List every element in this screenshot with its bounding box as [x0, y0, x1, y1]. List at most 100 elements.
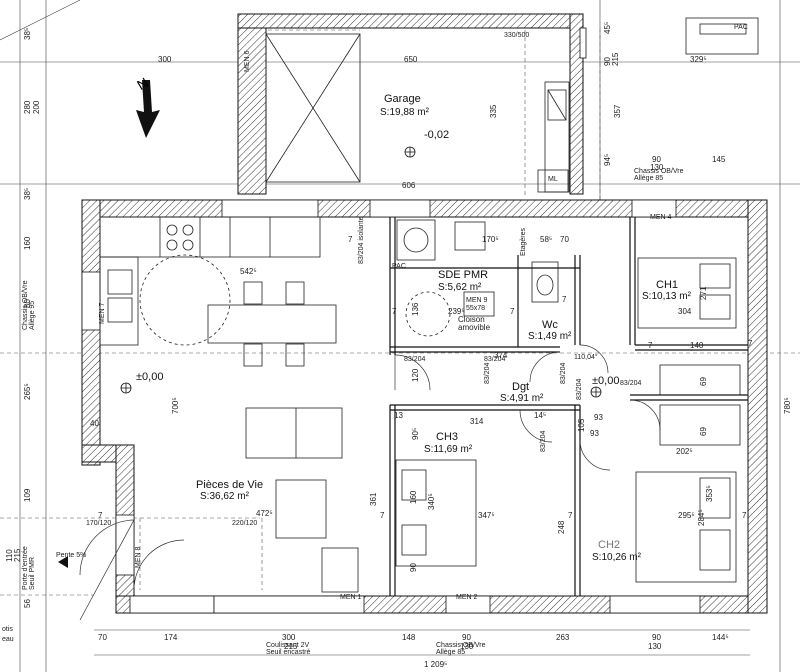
dim-interior: 7	[510, 307, 515, 316]
angle-label: 110,04°	[574, 354, 598, 361]
dim-interior: 83/204	[620, 380, 642, 387]
dim-right: 357	[613, 104, 622, 118]
dim-interior: 7	[742, 511, 747, 520]
dim-interior: 7	[98, 511, 103, 520]
dim-interior: 202⁵	[676, 447, 693, 456]
dim-interior: 295⁵	[678, 511, 695, 520]
dim-interior: 284⁵	[697, 509, 706, 526]
dim-right: 780⁵	[783, 397, 792, 414]
garage-name: Garage	[384, 93, 421, 105]
dim-interior: 160	[409, 490, 418, 504]
dim-interior: 7	[348, 235, 353, 244]
dgt-name: Dgt	[512, 381, 530, 393]
wc-name: Wc	[542, 319, 558, 331]
dim-interior: 335	[489, 104, 498, 118]
dim-bottom: 90	[462, 633, 471, 642]
dim-top: 606	[402, 181, 416, 190]
dim-interior: 40	[90, 419, 99, 428]
dim-left: 200	[32, 100, 41, 114]
dim-interior: 472⁵	[256, 509, 273, 518]
partial-label-a: otis	[2, 626, 13, 633]
dim-bottom: 148	[402, 633, 416, 642]
garage-level: -0,02	[424, 129, 450, 141]
men2-label: MEN 2	[456, 594, 478, 601]
dim-top: 300	[158, 55, 172, 64]
dim-bottom: 130	[460, 642, 474, 651]
dim-interior: 314	[470, 417, 484, 426]
men1-label: MEN 1	[340, 594, 362, 601]
dim-interior: 14⁵	[534, 411, 547, 420]
dim-right: 215	[611, 52, 620, 66]
dim-interior: 542⁵	[240, 267, 257, 276]
dim-right: 45⁵	[603, 21, 612, 34]
wc-area: S:1,49 m²	[528, 331, 572, 342]
dim-bottom: 215	[284, 642, 298, 651]
dim-top: 90	[652, 155, 661, 164]
coulissant-label: Coulissant 2V Seuil encastré	[266, 642, 311, 656]
dim-right: 94⁵	[603, 153, 612, 166]
ch3-name: CH3	[436, 431, 459, 443]
coulissant-dims-label: 220/120	[232, 520, 258, 527]
dim-top: 145	[712, 155, 726, 164]
dim-interior: 7	[648, 341, 653, 350]
dim-left: 280	[23, 100, 32, 114]
dim-left: 109	[23, 488, 32, 502]
dim-interior: 120	[411, 368, 420, 382]
etageres-label: Etagères	[520, 227, 527, 256]
entry-arrow-icon	[58, 556, 68, 568]
sde-area: S:5,62 m²	[438, 282, 482, 293]
dim-left: 265⁵	[23, 383, 32, 400]
window-openings	[81, 199, 701, 614]
dim-interior: 93	[590, 429, 599, 438]
dim-interior: 90⁵	[411, 427, 420, 440]
door-swings	[79, 344, 661, 621]
isolante-label: 83/204 isolante	[358, 216, 365, 264]
ch1-name: CH1	[656, 279, 679, 291]
dim-interior: 69	[699, 427, 708, 436]
dim-bottom: 300	[282, 633, 296, 642]
dim-interior: 7	[392, 307, 397, 316]
dim-interior: 90	[409, 563, 418, 572]
chassis-right-label: Chassis OB/Vre Allège 85	[634, 168, 684, 182]
dim-bottom-total: 1 209⁵	[424, 660, 448, 669]
dim-interior: 374	[494, 351, 508, 360]
cloison-label: Cloison amovible	[458, 315, 491, 332]
dim-left: 56	[23, 599, 32, 608]
right-level: ±0,00	[592, 375, 620, 387]
dim-interior: 105	[577, 418, 586, 432]
pac-inside-label: PAC	[392, 263, 406, 270]
dim-interior: 70	[560, 235, 569, 244]
dgt-area: S:4,91 m²	[500, 393, 544, 404]
pac-top-label: PAC	[734, 24, 748, 31]
dim-interior: 170⁵	[482, 235, 499, 244]
dim-interior: 340⁵	[427, 493, 436, 510]
dining-table	[207, 281, 337, 367]
dim-interior: 304	[678, 307, 692, 316]
sde-name: SDE PMR	[438, 269, 489, 281]
dim-bottom: 263	[556, 633, 570, 642]
men4-label: MEN 4	[650, 214, 672, 221]
ml-label: ML	[548, 176, 558, 183]
interior-walls	[389, 217, 748, 596]
dim-interior: 83/204	[484, 362, 491, 384]
men8-label: MEN 8	[135, 546, 142, 568]
dim-interior: 271	[699, 286, 708, 300]
dim-interior: 248	[557, 520, 566, 534]
living-furniture	[245, 407, 359, 593]
dim-interior: 83/204	[404, 356, 426, 363]
garage-area: S:19,88 m²	[380, 107, 429, 118]
dim-interior: 7	[562, 295, 567, 304]
dim-interior: 239⁵	[448, 307, 465, 316]
pieces-name: Pièces de Vie	[196, 479, 264, 491]
dim-interior: 69	[699, 377, 708, 386]
dim-interior: 7	[748, 339, 753, 348]
porte-entree-label: Porte d'entrée Seuil PMR	[22, 546, 36, 590]
level-markers	[120, 146, 602, 398]
dim-interior: 361	[369, 492, 378, 506]
beds	[395, 257, 741, 583]
dim-interior: 136	[411, 302, 420, 316]
pieces-area: S:36,62 m²	[200, 491, 249, 502]
dim-interior: 7	[568, 511, 573, 520]
dim-interior: 13	[394, 411, 403, 420]
chassis-bottom-label: Chassis OB/Vre Allège 85	[436, 642, 486, 656]
